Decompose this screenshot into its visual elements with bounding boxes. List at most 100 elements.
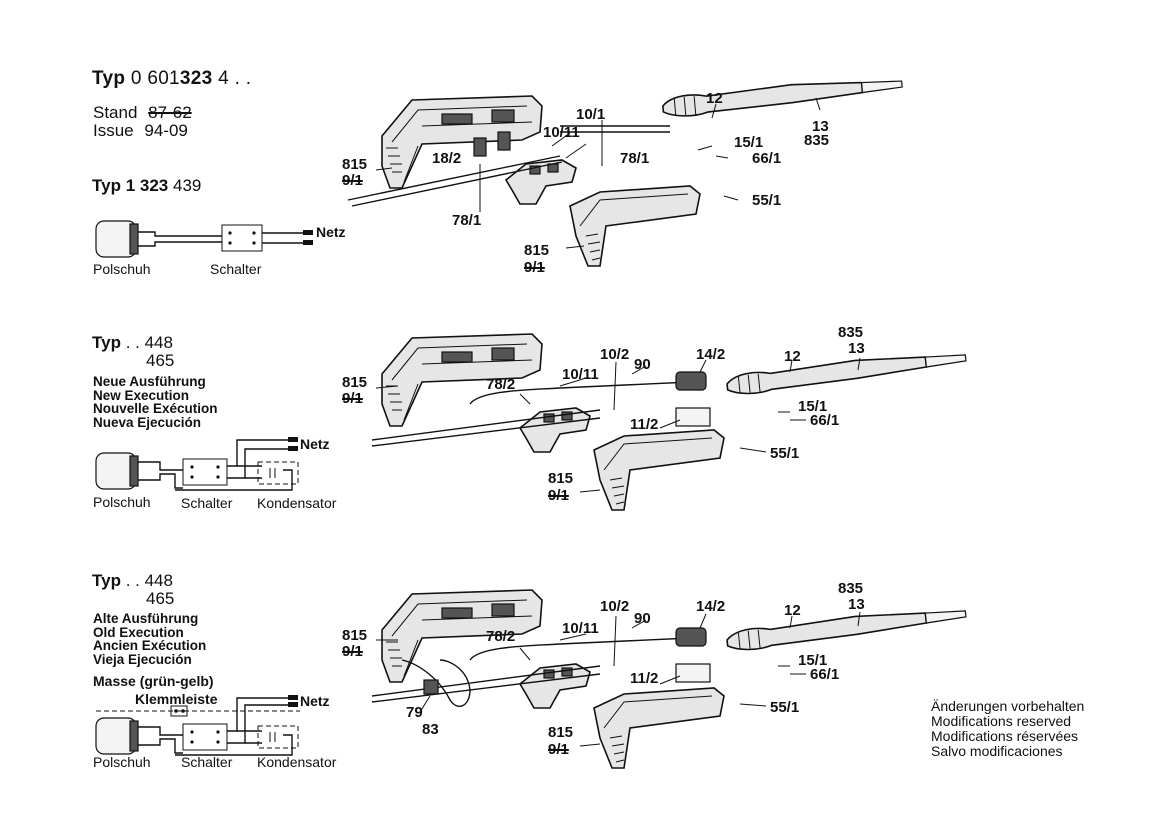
s3-part-815-a: 815 [342,627,368,644]
section2-schalter: Schalter [181,495,233,511]
s1-part-9-1-a: 9/1 [342,172,363,189]
section3-type: Typ . . 448 [92,571,173,591]
s2-part-11-2: 11/2 [630,416,659,433]
section1-schalter: Schalter [210,261,262,277]
s1-part-9-1-b: 9/1 [524,259,545,276]
s3-part-815-b: 815 [548,724,574,741]
s3-part-9-1-a: 9/1 [342,643,363,660]
section2-typ-line2: 465 [146,351,175,370]
section1-polschuh: Polschuh [93,261,151,277]
tool-drawing-2 [371,333,968,511]
s3-part-9-1-b: 9/1 [548,741,569,758]
s2-part-66-1: 66/1 [810,412,840,429]
section2-note-es: Nueva Ejecución [93,414,202,430]
stand-label: Stand [93,103,138,122]
section1-typ-word: Typ [92,176,121,195]
section2-polschuh: Polschuh [93,494,151,510]
wiring-diagram-1 [95,220,313,258]
s1-part-66-1: 66/1 [752,150,782,167]
s1-part-78-1-a: 78/1 [620,150,650,167]
s3-part-66-1: 66/1 [810,666,840,683]
section3-note-de: Alte Ausführung [93,611,199,626]
leader-lines [375,97,861,747]
section1-type: Typ 1 323 439 [92,176,201,196]
note-es: Salvo modificaciones [931,743,1063,759]
typ-word: Typ [92,68,126,89]
issue-line: Issue 94-09 [93,121,188,141]
section3-note-fr: Ancien Exécution [93,638,207,653]
s1-part-13: 13 [812,118,829,135]
note-en: Modifications reserved [931,713,1072,729]
s3-part-79: 79 [406,704,423,721]
s1-part-12: 12 [706,90,723,107]
section2-netz: Netz [300,436,330,452]
s3-part-835: 835 [838,580,864,597]
issue-label: Issue [93,121,134,140]
section2-note-de: Neue Ausführung [93,374,206,389]
tool-drawing-3 [371,589,968,769]
s3-part-14-2: 14/2 [696,598,726,615]
section2-typ-word: Typ [92,333,121,352]
s3-part-55-1: 55/1 [770,699,800,716]
s2-part-14-2: 14/2 [696,346,726,363]
section2-type: Typ . . 448 [92,333,173,353]
section3-note-en: Old Execution [93,624,184,640]
s3-part-12: 12 [784,602,801,619]
typ-bold: 323 [179,68,213,89]
s2-part-90: 90 [634,356,651,373]
s2-part-55-1: 55/1 [770,445,800,462]
section3-typ-line1: . . 448 [125,571,173,590]
s2-part-815-b: 815 [548,470,574,487]
s1-part-55-1: 55/1 [752,192,782,209]
s3-part-11-2: 11/2 [630,670,659,687]
wiring-diagram-3 [95,695,300,756]
section2-notes: Neue Ausführung New Execution Nouvelle E… [93,375,218,429]
section2-note-fr: Nouvelle Exécution [93,401,218,416]
s1-part-835: 835 [804,132,830,149]
s2-part-835: 835 [838,324,864,341]
s2-part-15-1: 15/1 [798,398,828,415]
s3-part-10-11: 10/11 [562,620,599,637]
s3-part-90: 90 [634,610,651,627]
s2-part-9-1-b: 9/1 [548,487,569,504]
s3-part-13: 13 [848,596,865,613]
main-type-heading: Typ 0 601323 4 . . [92,68,251,90]
s3-part-15-1: 15/1 [798,652,828,669]
s2-part-9-1-a: 9/1 [342,390,363,407]
section1-netz: Netz [316,224,346,240]
stand-line: Stand 87-62 [93,103,192,123]
s1-part-78-1-b: 78/1 [452,212,482,229]
s2-part-10-2: 10/2 [600,346,630,363]
section3-notes: Alte Ausführung Old Execution Ancien Exé… [93,612,206,666]
section3-typ-line2: 465 [146,589,175,608]
s1-part-18-2: 18/2 [432,150,462,167]
section2-kondensator: Kondensator [257,495,337,511]
note-de: Änderungen vorbehalten [931,698,1085,714]
typ-prefix: 0 601 [130,68,180,89]
s1-part-815-a: 815 [342,156,368,173]
section1-typ-suffix: 439 [172,176,202,195]
tool-drawing-1 [347,74,904,267]
note-fr: Modifications réservées [931,728,1079,744]
s2-part-13: 13 [848,340,865,357]
section3-note-es: Vieja Ejecución [93,651,192,667]
s3-part-83: 83 [422,721,439,738]
s3-part-10-2: 10/2 [600,598,630,615]
s1-part-15-1: 15/1 [734,134,764,151]
section3-netz: Netz [300,693,330,709]
typ-suffix: 4 . . [218,68,252,89]
section2-note-en: New Execution [93,387,190,403]
s2-part-815-a: 815 [342,374,368,391]
section2-typ-line1: . . 448 [125,333,173,352]
s2-part-12: 12 [784,348,801,365]
issue-value: 94-09 [144,121,188,140]
s3-part-78-2: 78/2 [486,628,516,645]
section1-typ-bold: 1 323 [125,176,169,195]
modifications-note: Änderungen vorbehalten Modifications res… [931,699,1084,759]
wiring-diagram-2 [95,437,299,491]
section3-polschuh: Polschuh [93,754,151,770]
s1-part-10-1: 10/1 [576,106,606,123]
s1-part-10-11: 10/11 [543,124,580,141]
s2-part-78-2: 78/2 [486,376,516,393]
